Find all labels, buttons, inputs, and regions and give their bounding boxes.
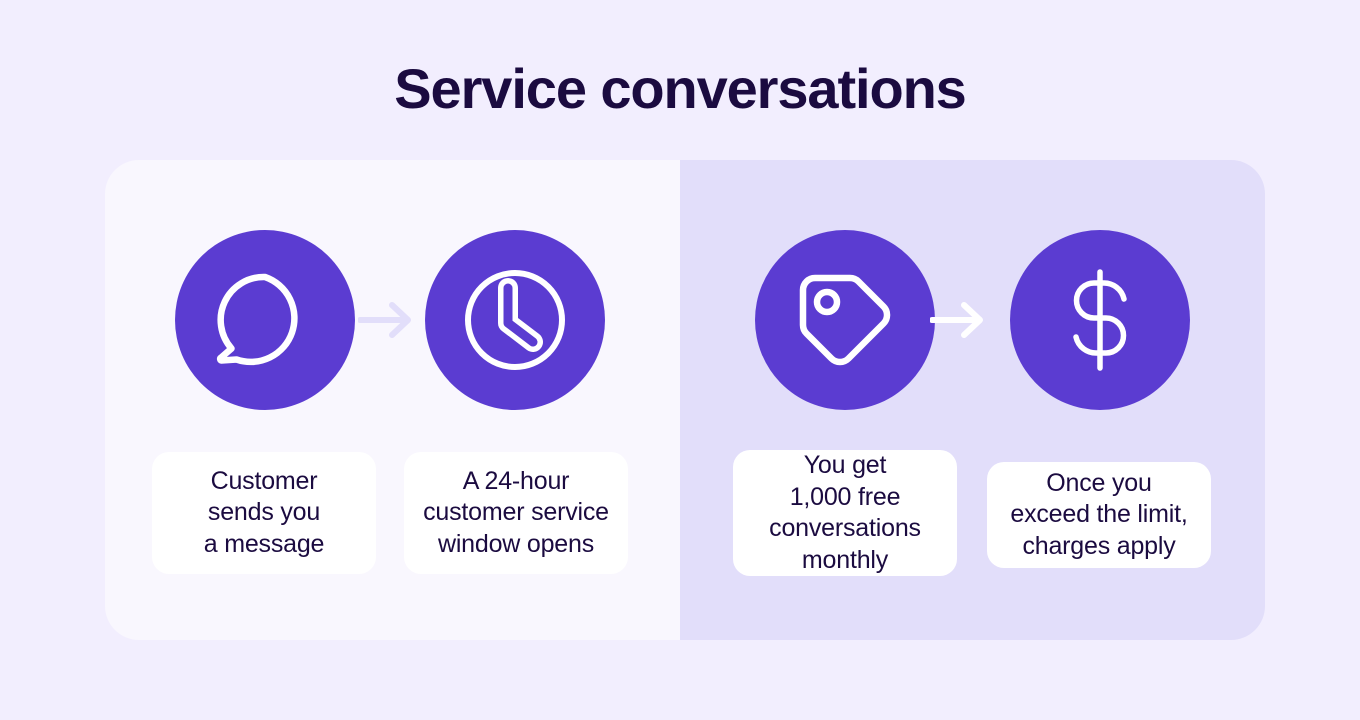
page-title: Service conversations [394,57,967,120]
price-tag-icon [799,274,891,366]
step-3-icon-circle [755,230,935,410]
caption-card-step-4: Once you exceed the limit, charges apply [987,462,1211,568]
caption-card-step-3: You get 1,000 free conversations monthly [733,450,957,576]
step-1 [175,230,355,410]
clock-icon [465,270,565,370]
step-2-icon-circle [425,230,605,410]
speech-bubble-icon [216,273,298,366]
arrow-right-icon [357,302,411,338]
arrow-step-3-to-4 [929,300,990,340]
step-4 [1010,230,1190,410]
caption-card-step-1: Customer sends you a message [152,452,376,574]
arrow-step-1-to-2 [357,300,418,340]
step-1-icon-circle [175,230,355,410]
caption-text: Customer sends you a message [203,466,325,558]
dollar-sign-icon [1073,269,1127,371]
step-2 [425,230,605,410]
caption-text: A 24-hour customer service window opens [423,466,609,558]
arrow-right-icon [929,302,983,338]
caption-text: Once you exceed the limit, charges apply [1010,468,1188,560]
step-3 [755,230,935,410]
caption-card-step-2: A 24-hour customer service window opens [404,452,628,574]
step-4-icon-circle [1010,230,1190,410]
caption-text: You get 1,000 free conversations monthly [769,451,921,574]
